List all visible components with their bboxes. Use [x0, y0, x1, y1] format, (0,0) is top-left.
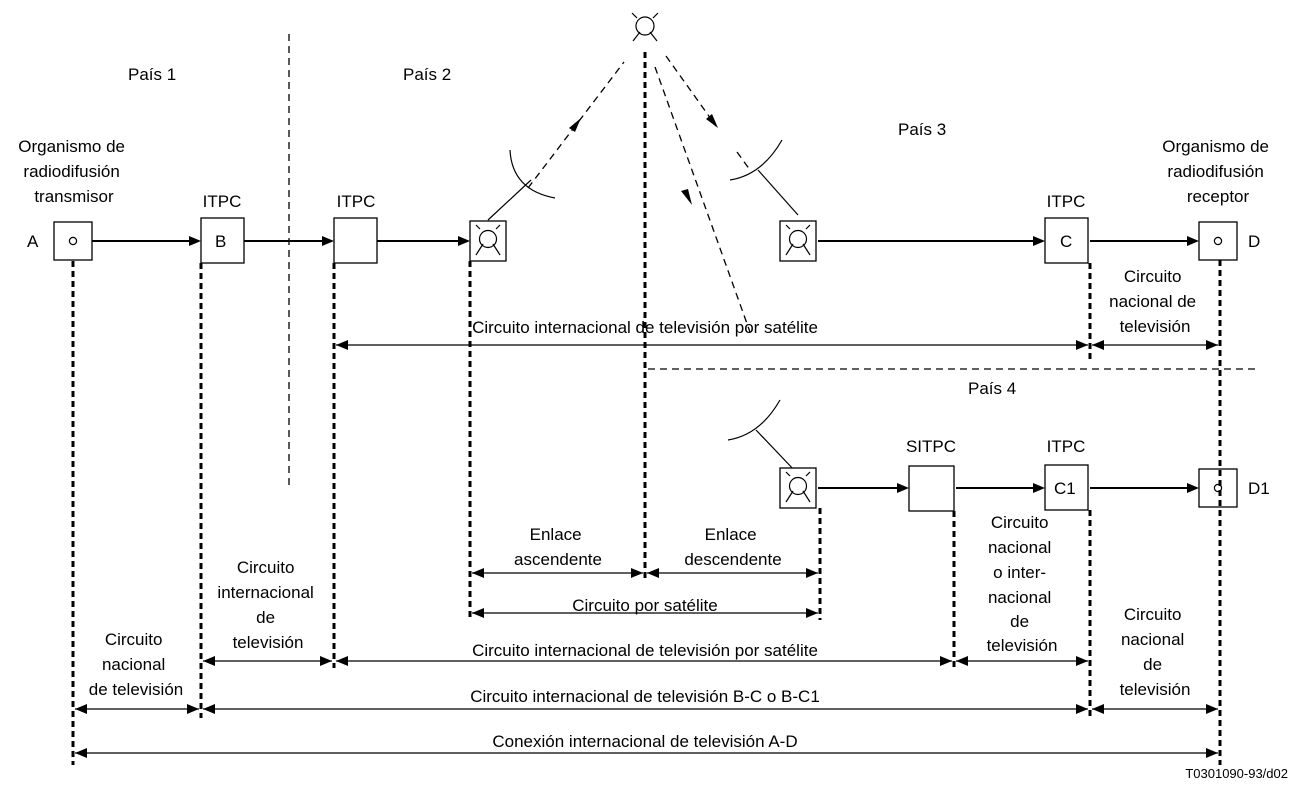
span-intl-bc-label: Circuito internacional de televisión B-C… — [470, 687, 820, 706]
span-national-right-lower — [1092, 704, 1218, 714]
satellite-icon — [631, 12, 659, 42]
dish-antenna-icon — [509, 149, 556, 199]
sitpc-box — [908, 465, 955, 512]
itpc-b-box — [200, 217, 245, 264]
terminal-icon — [1198, 221, 1238, 261]
itpc-c1-box — [1044, 464, 1089, 511]
terminal-icon — [53, 221, 93, 261]
point-c: C — [1060, 232, 1072, 251]
span-intl-tv-label: Circuito internacional de televisión — [217, 558, 318, 652]
terminal-icon — [1198, 468, 1238, 508]
span-downlink — [647, 568, 818, 578]
point-c1: C1 — [1054, 479, 1076, 498]
figure-code: T0301090-93/d02 — [1185, 766, 1288, 781]
itpc-c-box — [1044, 217, 1089, 264]
downlink-beam-2 — [654, 66, 751, 333]
span-intl-sat-lower-label: Circuito internacional de televisión por… — [472, 641, 818, 660]
itpc-country2-box — [333, 217, 378, 264]
span-intl-bc — [203, 704, 1088, 714]
dish-antenna-icon — [727, 399, 781, 441]
span-uplink-label: Enlace ascendente — [514, 525, 602, 569]
span-national-or-intl-label: Circuito nacional o inter- nacional de t… — [987, 513, 1058, 655]
itpc-country2-label: ITPC — [337, 192, 376, 211]
dish-antenna-icon — [729, 139, 783, 181]
span-national-or-intl — [956, 656, 1088, 666]
sitpc-label: SITPC — [906, 437, 956, 456]
span-national-right-upper — [1092, 340, 1218, 350]
point-b: B — [215, 232, 226, 251]
span-sat-circuit-label: Circuito por satélite — [572, 596, 718, 615]
itpc-c1-label: ITPC — [1047, 437, 1086, 456]
span-intl-sat-lower — [336, 656, 952, 666]
span-intl-sat-upper — [336, 340, 1088, 350]
span-national-right-upper-label: Circuito nacional de televisión — [1109, 267, 1201, 336]
span-national-left — [75, 704, 199, 714]
earth-station-icon — [779, 220, 817, 262]
span-intl-sat-upper-label: Circuito internacional de televisión por… — [472, 318, 818, 337]
downlink-beam-1 — [665, 55, 717, 127]
receiver-label: Organismo de radiodifusión receptor — [1162, 137, 1274, 206]
span-national-right-lower-label: Circuito nacional de televisión — [1120, 605, 1191, 699]
span-sat-circuit — [472, 608, 818, 618]
earth-station-icon — [779, 467, 817, 509]
point-d1: D1 — [1248, 479, 1270, 498]
point-d: D — [1248, 232, 1260, 251]
country-label-1: País 1 — [128, 65, 176, 84]
span-uplink — [472, 568, 643, 578]
country-label-2: País 2 — [403, 65, 451, 84]
uplink-beam — [527, 61, 625, 189]
sender-label: Organismo de radiodifusión transmisor — [18, 137, 130, 206]
country-label-3: País 3 — [898, 120, 946, 139]
itpc-c-label: ITPC — [1047, 192, 1086, 211]
span-downlink-label: Enlace descendente — [684, 525, 781, 569]
span-intl-tv — [203, 656, 332, 666]
span-connection-ad — [75, 748, 1218, 758]
country-label-4: País 4 — [968, 379, 1016, 398]
span-national-left-label: Circuito nacional de televisión — [89, 630, 184, 699]
itpc-b-label: ITPC — [203, 192, 242, 211]
point-a: A — [27, 232, 39, 251]
earth-station-icon — [469, 220, 507, 262]
span-connection-ad-label: Conexión internacional de televisión A-D — [492, 732, 797, 751]
